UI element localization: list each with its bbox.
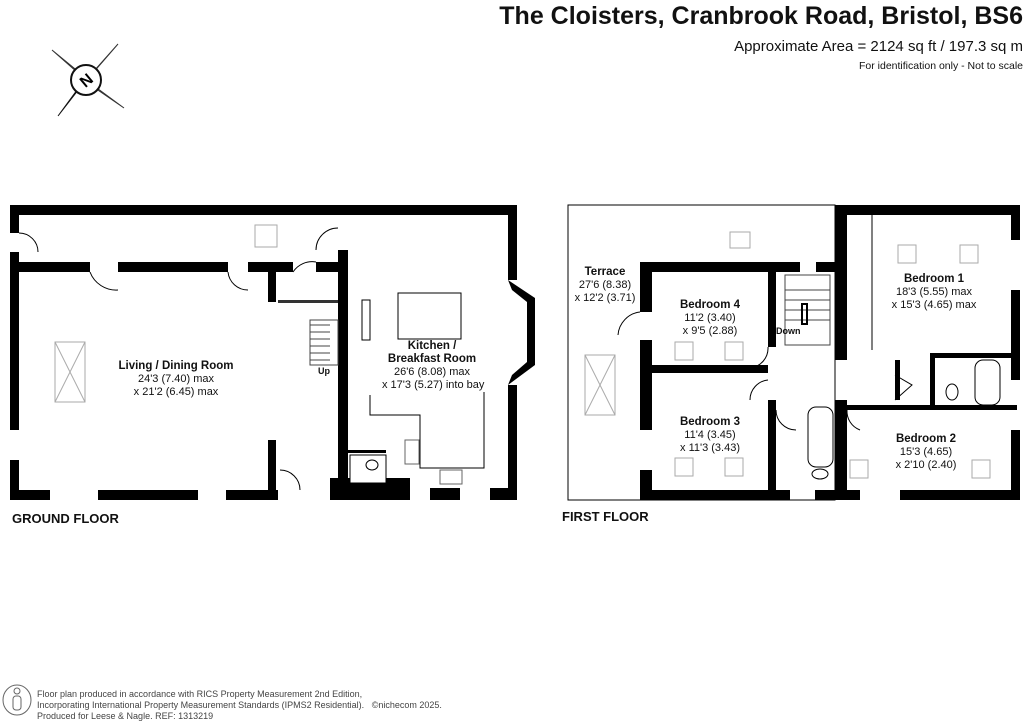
room-dimension: 15'3 (4.65): [899, 446, 953, 458]
person-logo-icon: [2, 684, 32, 716]
copyright: ©nichecom 2025.: [371, 700, 442, 710]
room-name: Living / Dining Room: [118, 360, 234, 372]
room-name: Bedroom 1: [903, 273, 965, 285]
page-title: The Cloisters, Cranbrook Road, Bristol, …: [499, 2, 1023, 30]
room-name: Kitchen / Breakfast Room: [387, 340, 477, 365]
room-dimension: 18'3 (5.55) max: [895, 286, 973, 298]
approximate-area: Approximate Area = 2124 sq ft / 197.3 sq…: [734, 38, 1023, 55]
ground-floor-label: GROUND FLOOR: [12, 511, 119, 526]
stairs-down-label: Down: [776, 326, 801, 336]
room-bedroom-2: Bedroom 2 15'3 (4.65) x 2'10 (2.40): [896, 433, 957, 472]
footer-text: Floor plan produced in accordance with R…: [37, 689, 442, 722]
room-dimension: 24'3 (7.40) max: [137, 373, 215, 385]
room-dimension: x 12'2 (3.71): [574, 292, 636, 304]
room-dimension: 11'2 (3.40): [684, 312, 736, 324]
footer-line: Floor plan produced in accordance with R…: [37, 689, 363, 699]
first-floor-plan: [567, 204, 1020, 501]
room-dimension: x 2'10 (2.40): [895, 459, 957, 471]
room-name: Bedroom 3: [679, 416, 741, 428]
room-name: Bedroom 4: [679, 299, 741, 311]
footer-line: Produced for Leese & Nagle. REF: 1313219: [37, 711, 214, 721]
room-bedroom-4: Bedroom 4 11'2 (3.40) x 9'5 (2.88): [680, 299, 740, 338]
north-compass-icon: N: [51, 43, 125, 117]
room-dimension: x 17'3 (5.27) into bay: [382, 379, 485, 391]
room-name: Terrace: [584, 266, 626, 278]
room-bedroom-3: Bedroom 3 11'4 (3.45) x 11'3 (3.43): [680, 416, 740, 455]
room-dimension: 26'6 (8.08) max: [393, 366, 471, 378]
room-name: Bedroom 2: [895, 433, 957, 445]
stairs-up-label: Up: [318, 366, 330, 376]
disclaimer: For identification only - Not to scale: [859, 60, 1023, 72]
ground-floor-plan: [10, 205, 535, 500]
room-terrace: Terrace 27'6 (8.38) x 12'2 (3.71): [575, 266, 636, 305]
footer-line: Incorporating International Property Mea…: [37, 700, 365, 710]
first-floor-label: FIRST FLOOR: [562, 509, 649, 524]
room-dimension: x 9'5 (2.88): [682, 325, 738, 337]
room-living-dining: Living / Dining Room 24'3 (7.40) max x 2…: [119, 360, 234, 399]
room-kitchen-breakfast: Kitchen / Breakfast Room 26'6 (8.08) max…: [382, 340, 485, 392]
room-bedroom-1: Bedroom 1 18'3 (5.55) max x 15'3 (4.65) …: [892, 273, 977, 312]
room-dimension: 11'4 (3.45): [684, 429, 736, 441]
room-dimension: 27'6 (8.38): [578, 279, 632, 291]
room-dimension: x 21'2 (6.45) max: [133, 386, 219, 398]
room-dimension: x 11'3 (3.43): [680, 442, 740, 454]
room-dimension: x 15'3 (4.65) max: [891, 299, 977, 311]
